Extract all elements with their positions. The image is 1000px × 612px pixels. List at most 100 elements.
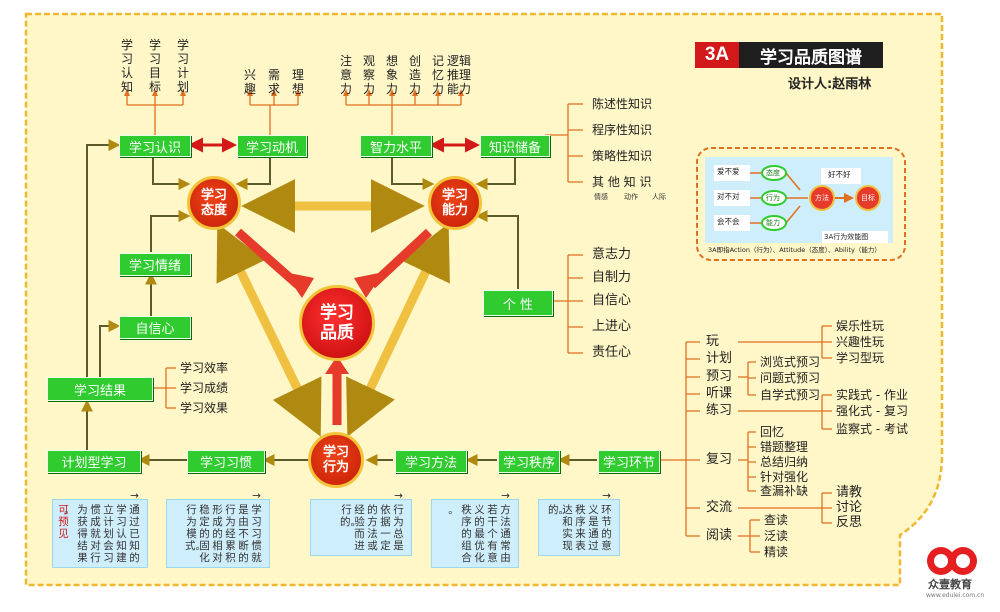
box-knowledge: 知识储备 (480, 135, 550, 157)
link-practice: 练习 (706, 403, 733, 418)
hub-behavior: 学习行为 (308, 432, 364, 488)
inset-good: 好不好 (828, 170, 851, 179)
preview-sub-item: 自学式预习 (760, 388, 821, 402)
intelligence-item: 观察力 (362, 54, 375, 96)
read-sub-item: 泛读 (764, 529, 789, 543)
note-column: 稳定的固化 (199, 504, 210, 564)
note-column: 若干个有意 (487, 504, 498, 564)
note-method: → 方法通常由若干个有意义的最优化秩序的组合。 (431, 490, 519, 568)
motivation-item: 兴趣 (243, 68, 256, 96)
note-column: 。 (64, 504, 75, 516)
link-play: 玩 (706, 334, 720, 349)
exchange-sub-item: 请教 (836, 485, 863, 500)
connector-lines (81, 139, 597, 466)
personality-item: 自信心 (592, 293, 632, 308)
box-motivation: 学习动机 (237, 135, 307, 157)
note-column: 的方法或 (367, 504, 378, 552)
motivation-item: 理想 (291, 68, 304, 96)
inset-method: 方法 (815, 194, 829, 202)
play-sub-item: 学习型玩 (836, 351, 885, 365)
brand-logo (927, 547, 977, 575)
cognition-item: 学习认知 (120, 38, 133, 94)
note-prefix: → (394, 490, 403, 502)
intelligence-item: 创造力 (408, 54, 421, 96)
box-confidence: 自信心 (119, 316, 191, 339)
link-exchange: 交流 (706, 500, 733, 515)
link-preview: 预习 (706, 369, 733, 384)
link-listen: 听课 (706, 386, 733, 401)
inset-row-label: 会不会 (717, 217, 740, 226)
header-title: 学习品质图谱 (739, 42, 883, 68)
note-column: 行的。 (340, 504, 361, 528)
tree-arrowheads (124, 89, 464, 96)
inset-row-label: 爱不爱 (717, 167, 740, 176)
result-item: 学习效率 (180, 361, 229, 375)
play-sub-item: 兴趣性玩 (836, 335, 885, 349)
note-link: →环节的意义是通过秩序来表达和实现的。 (538, 490, 620, 556)
knowledge-item: 其 他 知 识 (592, 175, 652, 189)
inset-node-label: 能力 (766, 219, 780, 227)
note-column: 学习习惯就 (251, 504, 262, 564)
intelligence-item: 想象力 (385, 54, 398, 96)
knowledge-sub: 人际 (652, 193, 666, 201)
exchange-sub-item: 讨论 (836, 500, 863, 515)
note-column: 为获得结果 (77, 504, 88, 564)
read-sub-item: 精读 (764, 545, 789, 559)
box-result: 学习结果 (47, 377, 153, 401)
practice-sub-item: 强化式 - 复习 (836, 404, 908, 418)
note-column: 秩序的组合 (461, 504, 472, 564)
center-quality: 学习品质 (299, 285, 375, 361)
hub-attitude: 学习态度 (187, 176, 241, 230)
note-prefix: → (602, 490, 611, 502)
note-column: 经验而进 (354, 504, 365, 552)
note-column: 秩序来表 (575, 504, 586, 552)
box-intelligence: 智力水平 (360, 135, 432, 157)
exchange-sub-item: 反思 (836, 515, 863, 530)
link-review: 复习 (706, 452, 733, 467)
play-sub-item: 娱乐性玩 (836, 319, 885, 333)
inset-figure (696, 147, 906, 261)
designer-label: 设计人:赵雨林 (788, 77, 872, 92)
note-column: 依据一定 (380, 504, 391, 552)
review-sub-item: 错题整理 (760, 440, 809, 454)
note-column: 。 (448, 504, 459, 516)
link-plan: 计划 (706, 351, 733, 366)
note-column: 惯成就对行 (90, 504, 101, 564)
read-sub-item: 查读 (764, 513, 789, 527)
note-column: 是由不断的 (238, 504, 249, 564)
header-logo: 3A (695, 42, 739, 68)
box-link: 学习环节 (598, 450, 660, 473)
note-prefix: → (252, 490, 261, 502)
personality-item: 自制力 (592, 270, 632, 285)
link-read: 阅读 (706, 528, 733, 543)
note-prefix: → (130, 490, 139, 502)
note-behavior: →行为总是依据一定的方法或经验而进行的。 (310, 490, 412, 556)
note-column: 形成的相对 (212, 504, 223, 564)
note-column: 环节的意 (601, 504, 612, 552)
practice-sub-item: 监察式 - 考试 (836, 422, 908, 436)
inset-node-label: 行为 (766, 194, 780, 202)
inset-row-label: 对不对 (717, 192, 740, 201)
knowledge-sub: 情感 (594, 193, 608, 201)
note-column: 义是通过 (588, 504, 599, 552)
note-column: 通过已知的 (129, 504, 140, 564)
note-prefix: → (501, 490, 510, 502)
knowledge-item: 程序性知识 (592, 123, 653, 137)
brand-url: www.edulei.com.cn (926, 592, 985, 599)
note-column: 义的最优化 (474, 504, 485, 564)
box-cognition: 学习认识 (119, 135, 191, 157)
note-habit: →学习习惯就是由不断的行为经累积形成的相对稳定的固化行为模式。 (166, 490, 270, 568)
note-column: 方法通常由 (500, 504, 511, 564)
inset-goal: 目标 (861, 194, 875, 202)
preview-sub-item: 问题式预习 (760, 371, 821, 385)
review-sub-item: 查漏补缺 (760, 484, 809, 498)
note-column: 的。 (548, 504, 569, 516)
box-habit: 学习习惯 (187, 450, 265, 473)
box-personality: 个 性 (483, 290, 553, 316)
knowledge-item: 陈述性知识 (592, 97, 653, 111)
review-sub-item: 总结归纳 (760, 455, 809, 469)
note-column: 行为经累积 (225, 504, 236, 564)
intelligence-item: 记忆力 (431, 54, 444, 96)
note-planned: →通过已知的学习认知建立计划会习惯成就对行为获得结果。可预见 (52, 490, 148, 568)
